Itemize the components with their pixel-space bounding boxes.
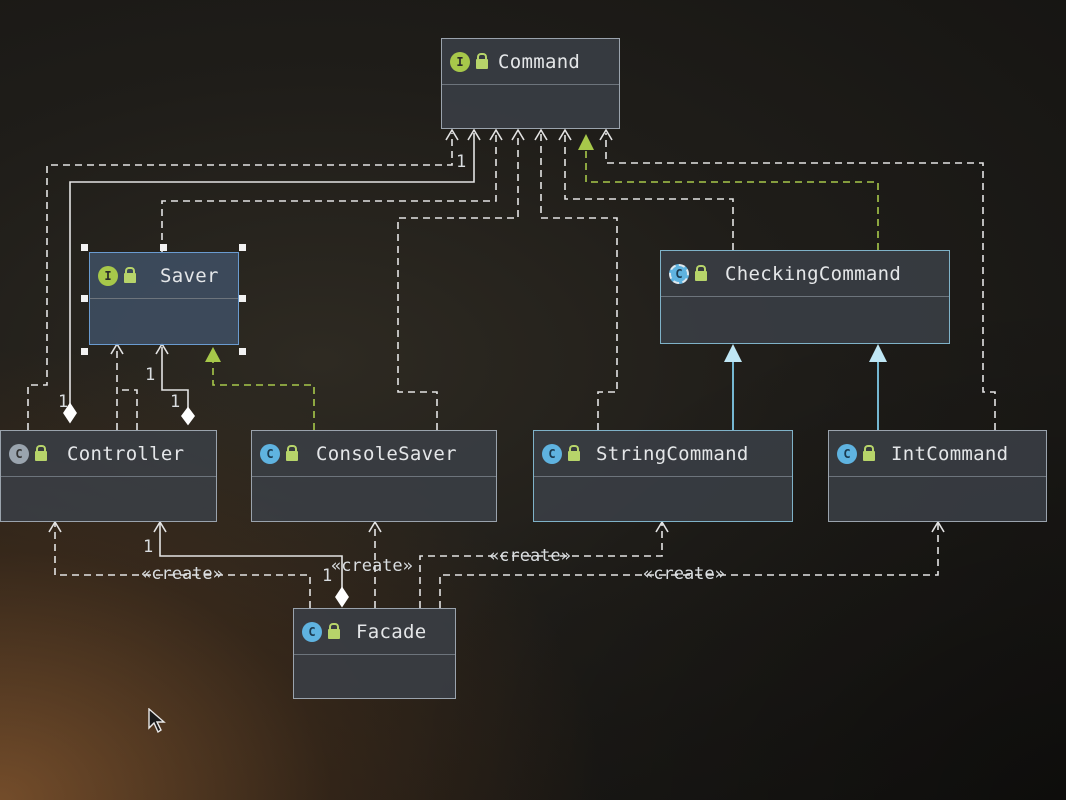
mouse-cursor-icon	[148, 708, 166, 734]
node-console-saver[interactable]: C ConsoleSaver	[251, 430, 497, 522]
selection-handle-mr[interactable]	[239, 295, 246, 302]
public-lock-icon	[476, 52, 488, 69]
selection-handle-ml[interactable]	[81, 295, 88, 302]
link-controller-saver-assoc	[161, 347, 189, 408]
node-int-command[interactable]: C IntCommand	[828, 430, 1047, 522]
node-facade[interactable]: C Facade	[293, 608, 456, 699]
node-saver[interactable]: I Saver	[89, 252, 239, 345]
public-lock-icon	[568, 444, 580, 461]
create-facade-controller	[54, 523, 311, 608]
public-lock-icon	[695, 264, 707, 281]
create-label-string-command: «create»	[489, 546, 571, 566]
selection-handle-bl[interactable]	[81, 348, 88, 355]
realization-console-saver-saver	[212, 362, 315, 430]
link-controller-command-assoc	[69, 133, 475, 410]
node-controller[interactable]: C Controller	[0, 430, 217, 522]
class-name: IntCommand	[891, 442, 1009, 465]
class-name: Command	[498, 50, 581, 73]
class-icon: C	[302, 621, 322, 642]
link-string-command-command	[540, 133, 618, 430]
node-string-command[interactable]: C StringCommand	[533, 430, 793, 522]
class-icon: C	[542, 443, 562, 464]
public-lock-icon	[863, 444, 875, 461]
link-controller-command-a	[27, 133, 453, 430]
interface-icon: I	[450, 51, 470, 72]
class-name: ConsoleSaver	[316, 442, 457, 465]
public-lock-icon	[286, 444, 298, 461]
abstract-class-icon: C	[669, 263, 689, 284]
public-lock-icon	[328, 622, 340, 639]
selection-handle-br[interactable]	[239, 348, 246, 355]
node-checking-command[interactable]: C CheckingCommand	[660, 250, 950, 344]
interface-icon: I	[98, 265, 118, 286]
create-facade-int-command	[439, 523, 939, 608]
multiplicity-saver-b: 1	[170, 392, 181, 412]
selection-handle-tm[interactable]	[160, 244, 167, 251]
selection-handle-tl[interactable]	[81, 244, 88, 251]
class-name: Controller	[67, 442, 185, 465]
class-name: Facade	[356, 620, 427, 643]
create-label-int-command: «create»	[643, 564, 725, 584]
class-name: Saver	[160, 264, 219, 287]
create-facade-string-command	[419, 523, 663, 608]
node-command[interactable]: I Command	[441, 38, 620, 129]
public-lock-icon	[124, 266, 136, 283]
link-saver-command	[161, 133, 497, 252]
class-icon: C	[260, 443, 280, 464]
link-facade-controller-assoc	[159, 523, 343, 588]
selection-handle-tr[interactable]	[239, 244, 246, 251]
multiplicity-controller-side: 1	[58, 392, 69, 412]
link-console-saver-command	[397, 133, 519, 430]
link-int-command-command	[605, 133, 996, 430]
class-name: CheckingCommand	[725, 262, 902, 285]
create-label-console-saver: «create»	[331, 556, 413, 576]
multiplicity-facade-side: 1	[322, 566, 333, 586]
realization-checking-command-command	[585, 150, 879, 250]
class-icon: C	[837, 443, 857, 464]
create-label-controller: «create»	[141, 564, 223, 584]
multiplicity-facade-controller: 1	[143, 537, 154, 557]
multiplicity-saver-a: 1	[145, 365, 156, 385]
class-icon: C	[9, 443, 29, 464]
multiplicity-command: 1	[456, 152, 467, 172]
link-checking-command-command	[564, 133, 734, 250]
public-lock-icon	[35, 444, 47, 461]
class-name: StringCommand	[596, 442, 749, 465]
